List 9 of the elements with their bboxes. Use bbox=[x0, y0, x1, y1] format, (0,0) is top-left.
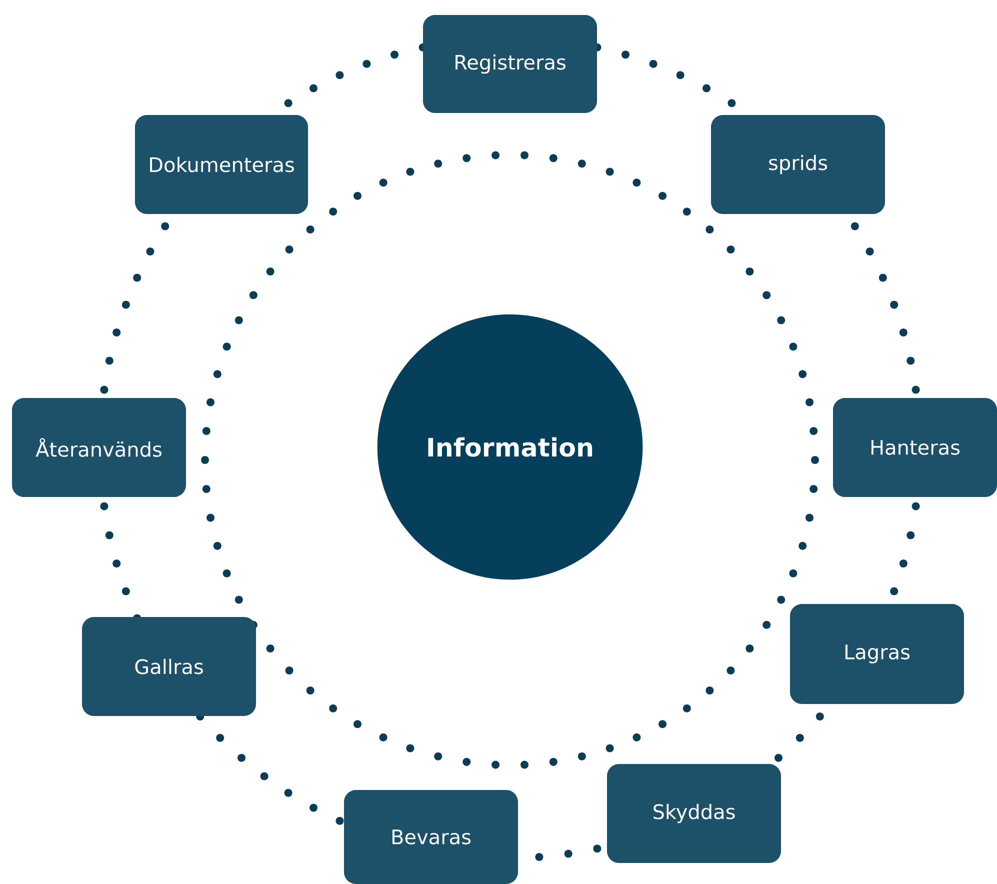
step-box: Gallras bbox=[82, 617, 256, 716]
step-box: Hanteras bbox=[833, 398, 997, 497]
step-box: sprids bbox=[711, 115, 885, 214]
step-box: Bevaras bbox=[344, 790, 518, 884]
step-box: Skyddas bbox=[607, 764, 781, 863]
step-box: Registreras bbox=[423, 15, 597, 113]
step-box: Dokumenteras bbox=[134, 115, 308, 214]
step-box: Lagras bbox=[790, 604, 964, 704]
step-box: Återanvänds bbox=[12, 398, 186, 497]
